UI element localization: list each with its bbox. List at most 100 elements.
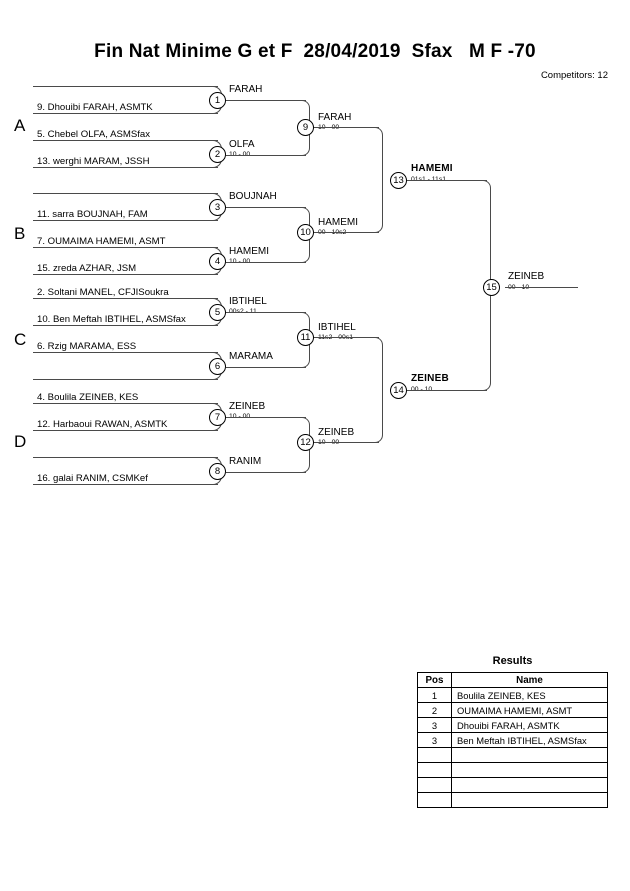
bracket-line-a1 — [33, 86, 218, 87]
result-pos: 1 — [417, 687, 452, 703]
table-row — [417, 747, 608, 763]
match-circle-15[interactable]: 15 — [483, 279, 500, 296]
result-name — [451, 777, 608, 793]
result-pos: 2 — [417, 702, 452, 718]
match-circle-1[interactable]: 1 — [209, 92, 226, 109]
match-winner-4: HAMEMI — [229, 246, 269, 257]
result-name: Dhouibi FARAH, ASMTK — [451, 717, 608, 733]
bracket-line-b2 — [33, 220, 218, 221]
bracket-feed-m4 — [226, 262, 306, 263]
entrant-a2: 9. Dhouibi FARAH, ASMTK — [37, 102, 153, 113]
bracket-feed-m13 — [407, 180, 487, 181]
bracket-feed-m2 — [226, 155, 306, 156]
bracket-line-c2 — [33, 325, 218, 326]
match-score-2: 10 - 00 — [229, 151, 251, 158]
match-score-5: 00s2 - 11 — [229, 308, 257, 315]
table-row: 3 Dhouibi FARAH, ASMTK — [417, 717, 608, 733]
bracket-line-a3 — [33, 140, 218, 141]
bracket-line-a2 — [33, 113, 218, 114]
match-winner-12: ZEINEB — [318, 427, 355, 438]
entrant-c2: 10. Ben Meftah IBTIHEL, ASMSfax — [37, 314, 186, 325]
result-name: OUMAIMA HAMEMI, ASMT — [451, 702, 608, 718]
result-name — [451, 747, 608, 763]
match-winner-13: HAMEMI — [411, 163, 453, 174]
entrant-a3: 5. Chebel OLFA, ASMSfax — [37, 129, 151, 140]
match-winner-5: IBTIHEL — [229, 296, 267, 307]
entrant-c3: 6. Rzig MARAMA, ESS — [37, 341, 137, 352]
table-row: 1 Boulila ZEINEB, KES — [417, 687, 608, 703]
match-winner-11: IBTIHEL — [318, 322, 356, 333]
match-circle-2[interactable]: 2 — [209, 146, 226, 163]
result-name: Boulila ZEINEB, KES — [451, 687, 608, 703]
bracket-feed-m9 — [314, 127, 379, 128]
match-circle-5[interactable]: 5 — [209, 304, 226, 321]
match-score-10: 00 - 10s2 — [318, 229, 347, 236]
entrant-b3: 7. OUMAIMA HAMEMI, ASMT — [37, 236, 166, 247]
match-circle-14[interactable]: 14 — [390, 382, 407, 399]
match-circle-9[interactable]: 9 — [297, 119, 314, 136]
table-row — [417, 777, 608, 793]
entrant-b4: 15. zreda AZHAR, JSM — [37, 263, 137, 274]
match-score-9: 10 - 00 — [318, 124, 340, 131]
bracket-feed-m3 — [226, 207, 306, 208]
match-score-7: 10 - 00 — [229, 413, 251, 420]
group-label-a: A — [14, 116, 26, 135]
match-circle-12[interactable]: 12 — [297, 434, 314, 451]
bracket-feed-m14 — [407, 390, 487, 391]
bracket-line-d1 — [33, 403, 218, 404]
match-score-14: 00 - 10 — [411, 386, 433, 393]
match-circle-8[interactable]: 8 — [209, 463, 226, 480]
results-header-row: Pos Name — [417, 672, 608, 688]
match-circle-11[interactable]: 11 — [297, 329, 314, 346]
bracket-line-c3 — [33, 352, 218, 353]
bracket-feed-m1 — [226, 100, 306, 101]
match-winner-9: FARAH — [318, 112, 352, 123]
entrant-b2: 11. sarra BOUJNAH, FAM — [37, 209, 148, 220]
result-pos: 3 — [417, 717, 452, 733]
bracket-line-a4 — [33, 167, 218, 168]
entrant-d2: 12. Harbaoui RAWAN, ASMTK — [37, 419, 168, 430]
match-score-13: 01s1 - 11s1 — [411, 176, 447, 183]
bracket-feed-m11 — [314, 337, 379, 338]
bracket-line-b1 — [33, 193, 218, 194]
group-label-d: D — [14, 432, 27, 451]
result-name — [451, 792, 608, 808]
match-winner-10: HAMEMI — [318, 217, 358, 228]
match-circle-7[interactable]: 7 — [209, 409, 226, 426]
result-name: Ben Meftah IBTIHEL, ASMSfax — [451, 732, 608, 748]
match-winner-7: ZEINEB — [229, 401, 266, 412]
match-winner-1: FARAH — [229, 84, 263, 95]
match-circle-4[interactable]: 4 — [209, 253, 226, 270]
result-pos — [417, 747, 452, 763]
match-winner-14: ZEINEB — [411, 373, 449, 384]
bracket-elbow-m14 — [373, 337, 383, 443]
results-panel: Results Pos Name 1 Boulila ZEINEB, KES 2… — [417, 655, 608, 808]
match-winner-8: RANIM — [229, 456, 262, 467]
bracket-line-d4 — [33, 484, 218, 485]
match-circle-10[interactable]: 10 — [297, 224, 314, 241]
match-winner-15: ZEINEB — [508, 271, 545, 282]
result-pos — [417, 777, 452, 793]
bracket-feed-m12 — [314, 442, 379, 443]
results-table: Pos Name 1 Boulila ZEINEB, KES 2 OUMAIMA… — [417, 672, 608, 808]
match-score-12: 10 - 00 — [318, 439, 340, 446]
bracket-feed-m8 — [226, 472, 306, 473]
match-winner-6: MARAMA — [229, 351, 273, 362]
match-score-11: 11s2 - 00s1 — [318, 334, 354, 341]
bracket-line-d2 — [33, 430, 218, 431]
bracket-line-d3 — [33, 457, 218, 458]
match-circle-6[interactable]: 6 — [209, 358, 226, 375]
result-name — [451, 762, 608, 778]
bracket-feed-m5 — [226, 312, 306, 313]
match-score-4: 10 - 00 — [229, 258, 251, 265]
match-circle-13[interactable]: 13 — [390, 172, 407, 189]
result-pos — [417, 762, 452, 778]
table-row: 3 Ben Meftah IBTIHEL, ASMSfax — [417, 732, 608, 748]
match-circle-3[interactable]: 3 — [209, 199, 226, 216]
bracket-elbow-m13 — [373, 127, 383, 233]
bracket-feed-m10 — [314, 232, 379, 233]
table-row: 2 OUMAIMA HAMEMI, ASMT — [417, 702, 608, 718]
table-row — [417, 792, 608, 808]
bracket-line-c1 — [33, 298, 218, 299]
table-row — [417, 762, 608, 778]
